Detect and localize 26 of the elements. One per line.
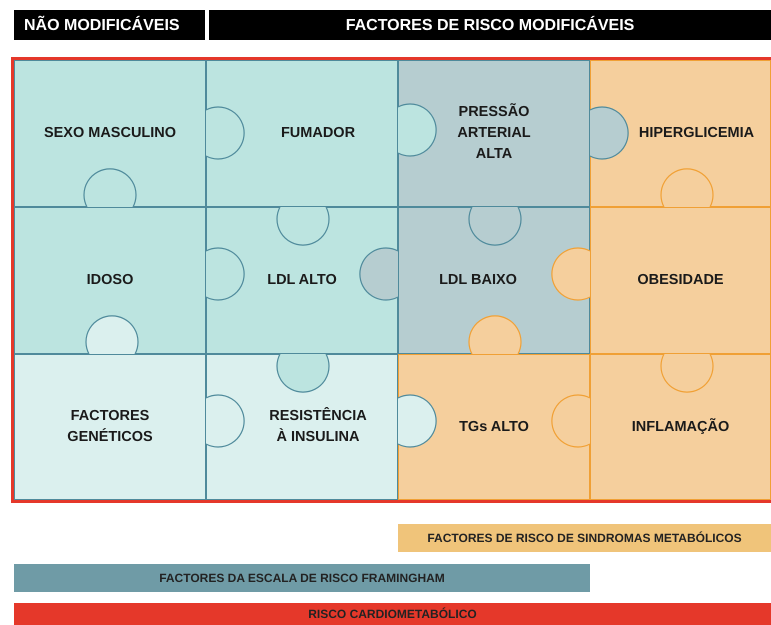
risk-factor-label: OBESIDADE: [637, 271, 724, 290]
risk-factor-label: HIPERGLICEMIA: [638, 124, 754, 143]
puzzle-piece: [14, 207, 206, 354]
puzzle-piece: [398, 60, 590, 207]
risk-factor-label: FACTORES GENÉTICOS: [66, 407, 154, 447]
puzzle-piece: [206, 60, 398, 207]
puzzle-piece: [14, 354, 206, 500]
risk-factor-label: TGs ALTO: [459, 418, 529, 436]
puzzle-piece: [590, 207, 771, 354]
header-text: NÃO MODIFICÁVEIS: [24, 14, 180, 36]
risk-factor-label: LDL BAIXO: [439, 271, 517, 290]
puzzle-piece: [590, 354, 771, 500]
risk-factor-label: RESISTÊNCIA À INSULINA: [268, 406, 368, 447]
legend-text: FACTORES DE RISCO DE SINDROMAS METABÓLICOS: [427, 531, 742, 545]
risk-factor-label: FUMADOR: [280, 124, 356, 143]
header-bar: [14, 10, 205, 40]
legend-text: RISCO CARDIOMETABÓLICO: [308, 607, 477, 621]
header-bar: [209, 10, 771, 40]
legend-text: FACTORES DA ESCALA DE RISCO FRAMINGHAM: [159, 571, 445, 585]
header-text: FACTORES DE RISCO MODIFICÁVEIS: [346, 14, 634, 36]
risk-factor-label: INFLAMAÇÃO: [632, 417, 730, 436]
puzzle-piece: [14, 60, 206, 207]
risk-factor-label: SEXO MASCULINO: [44, 124, 176, 143]
risk-factor-label: LDL ALTO: [267, 271, 337, 290]
risk-factor-label: IDOSO: [86, 271, 134, 290]
risk-factor-label: PRESSÃO ARTERIAL ALTA: [456, 102, 532, 164]
